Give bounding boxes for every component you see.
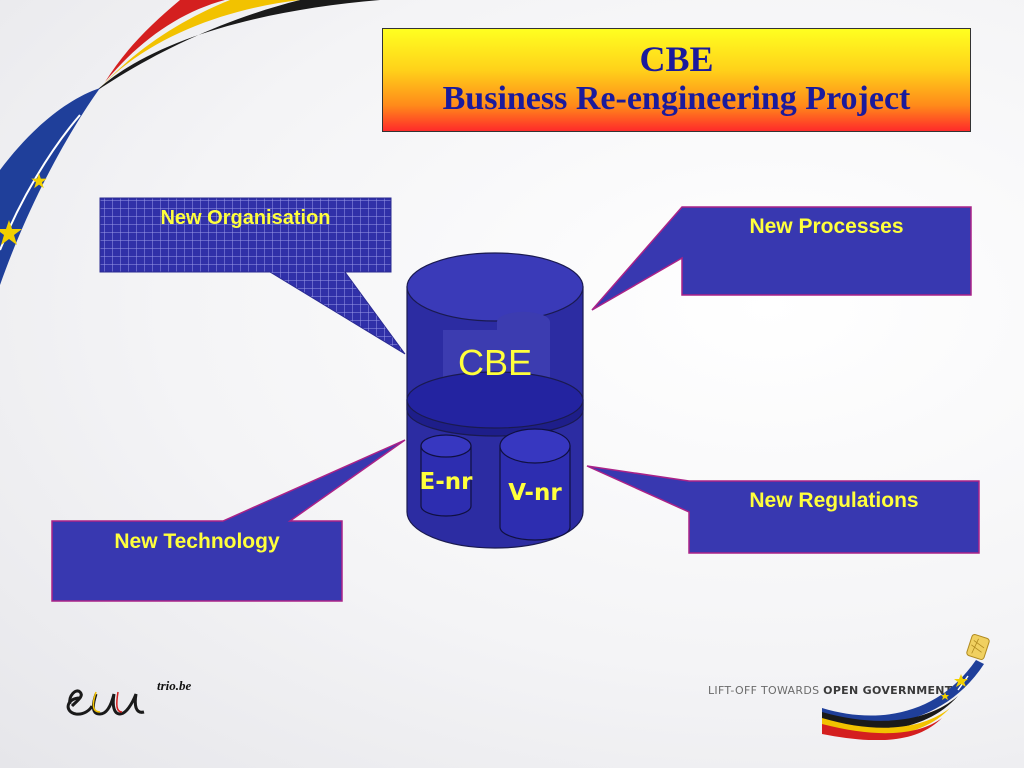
title-box: CBE Business Re-engineering Project — [382, 28, 971, 132]
callout-processes — [591, 206, 972, 311]
callout-organisation — [99, 197, 406, 355]
cylinder-label-v-nr: V-nr — [508, 480, 562, 506]
cylinder-v-nr — [499, 428, 571, 541]
database-label: CBE — [457, 342, 533, 383]
label-new-organisation: New Organisation — [160, 207, 331, 229]
label-new-regulations: New Regulations — [749, 489, 919, 512]
label-new-technology: New Technology — [114, 530, 280, 553]
title-line-1: CBE — [639, 39, 714, 79]
logo-text: trio.be — [157, 678, 192, 693]
cylinder-e-nr — [420, 434, 472, 517]
star-icon — [0, 220, 22, 245]
label-new-processes: New Processes — [749, 215, 904, 238]
cylinder-label-e-nr: E-nr — [419, 469, 473, 495]
tagline: LIFT-OFF TOWARDS OPEN GOVERNMENT — [708, 684, 953, 697]
callout-technology — [51, 439, 406, 602]
ribbon-card-icon — [822, 634, 990, 740]
callout-regulations — [586, 465, 980, 554]
star-icon — [31, 173, 47, 189]
tagline-emphasis: OPEN GOVERNMENT — [823, 684, 953, 697]
tagline-prefix: LIFT-OFF TOWARDS — [708, 684, 824, 697]
eu-logo-icon — [66, 689, 145, 716]
title-line-2: Business Re-engineering Project — [442, 80, 911, 117]
